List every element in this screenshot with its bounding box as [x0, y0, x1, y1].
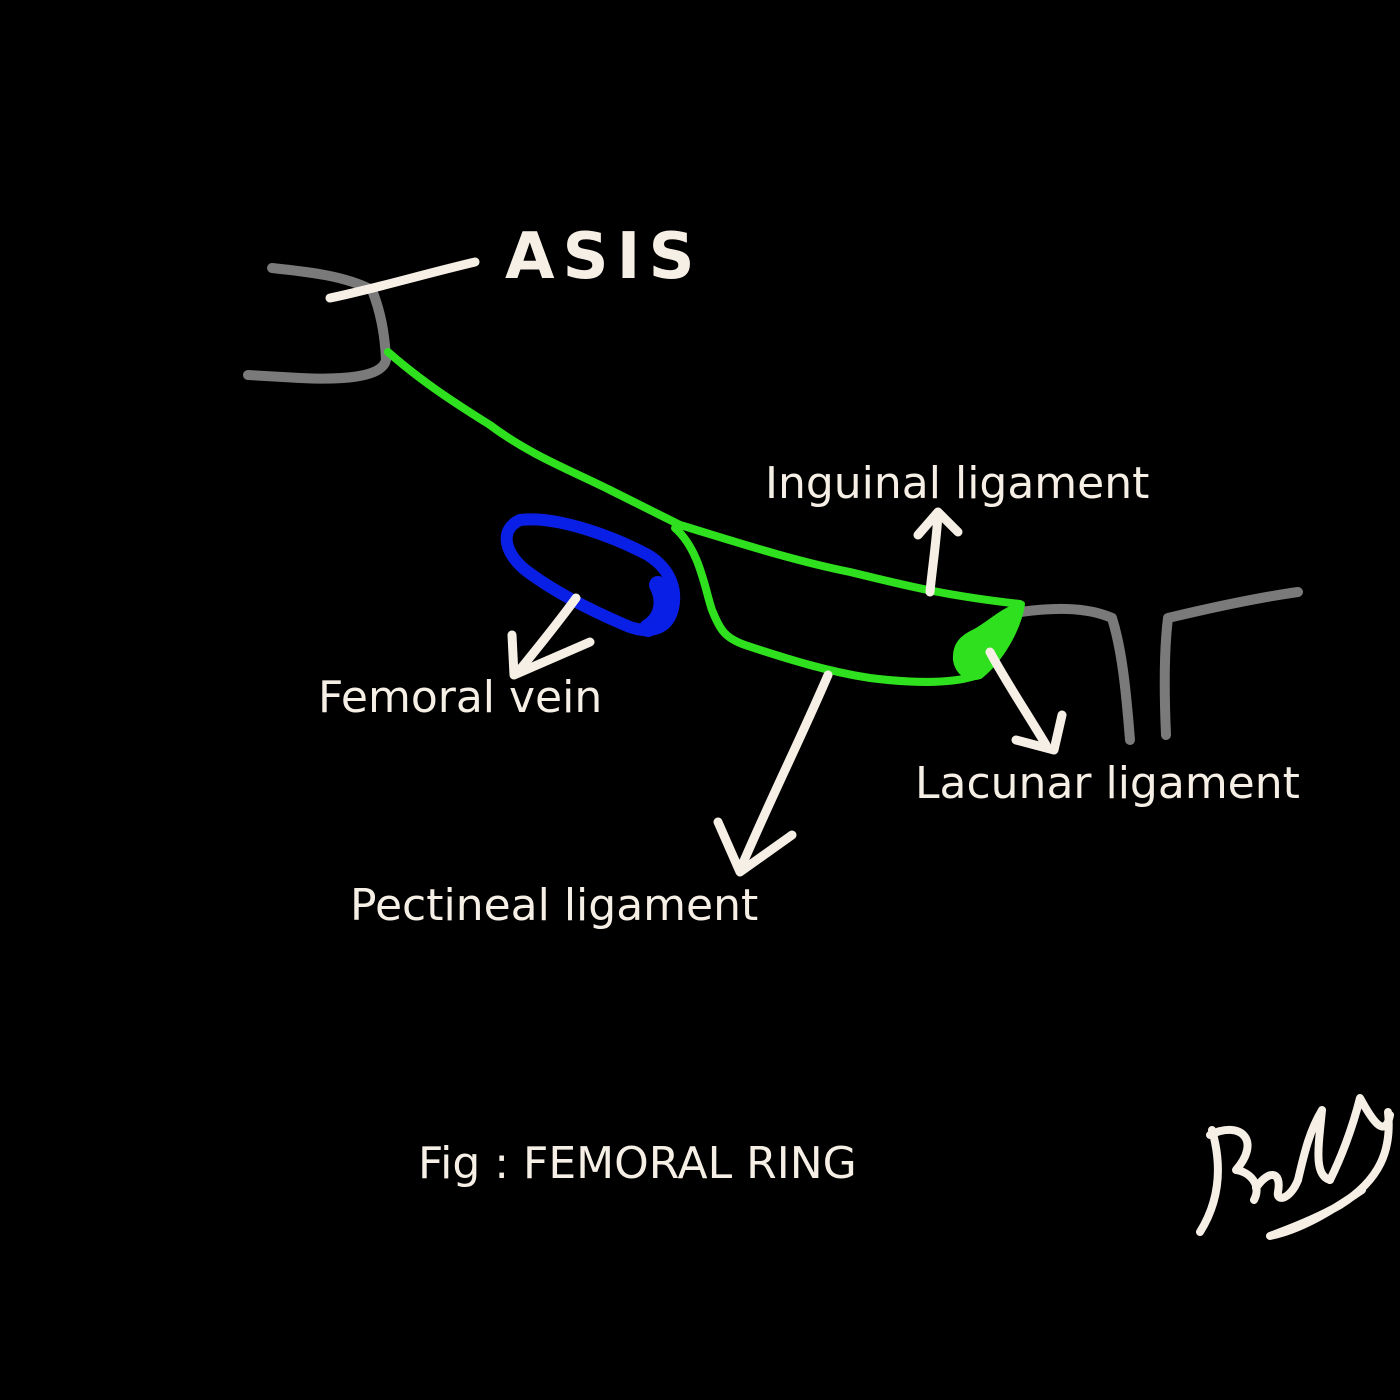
- ligaments: [384, 348, 1024, 686]
- femoral-vein-thick-edge: [639, 576, 672, 637]
- iliac-bone-outline: [243, 263, 391, 384]
- pectineal-ligament-label: Pectineal ligament: [350, 880, 758, 931]
- bone-outlines: [243, 263, 1303, 745]
- inguinal-ligament-arrow: [913, 507, 963, 597]
- femoral-vein-arrow: [507, 593, 595, 680]
- asis-label: ASIS: [505, 220, 703, 294]
- pubic-bone-outline-left: [1015, 603, 1135, 745]
- figure-caption: Fig : FEMORAL RING: [418, 1138, 857, 1189]
- pectineal-ligament-arrow: [713, 670, 833, 877]
- femoral-vein-outline: [500, 513, 681, 637]
- pubic-bone-outline-right: [1159, 587, 1303, 740]
- femoral-vein-label: Femoral vein: [318, 672, 602, 723]
- inguinal-ligament-line: [384, 348, 1024, 608]
- signature-scribble: [1196, 1094, 1394, 1240]
- lacunar-ligament-fill: [952, 601, 1025, 680]
- annotation-arrows: [325, 257, 1067, 877]
- pectineal-ligament-line: [671, 524, 979, 686]
- inguinal-ligament-label: Inguinal ligament: [765, 458, 1149, 509]
- lacunar-ligament-label: Lacunar ligament: [915, 758, 1300, 809]
- asis-pointer-line: [325, 257, 480, 303]
- lacunar-ligament-arrow: [985, 647, 1067, 755]
